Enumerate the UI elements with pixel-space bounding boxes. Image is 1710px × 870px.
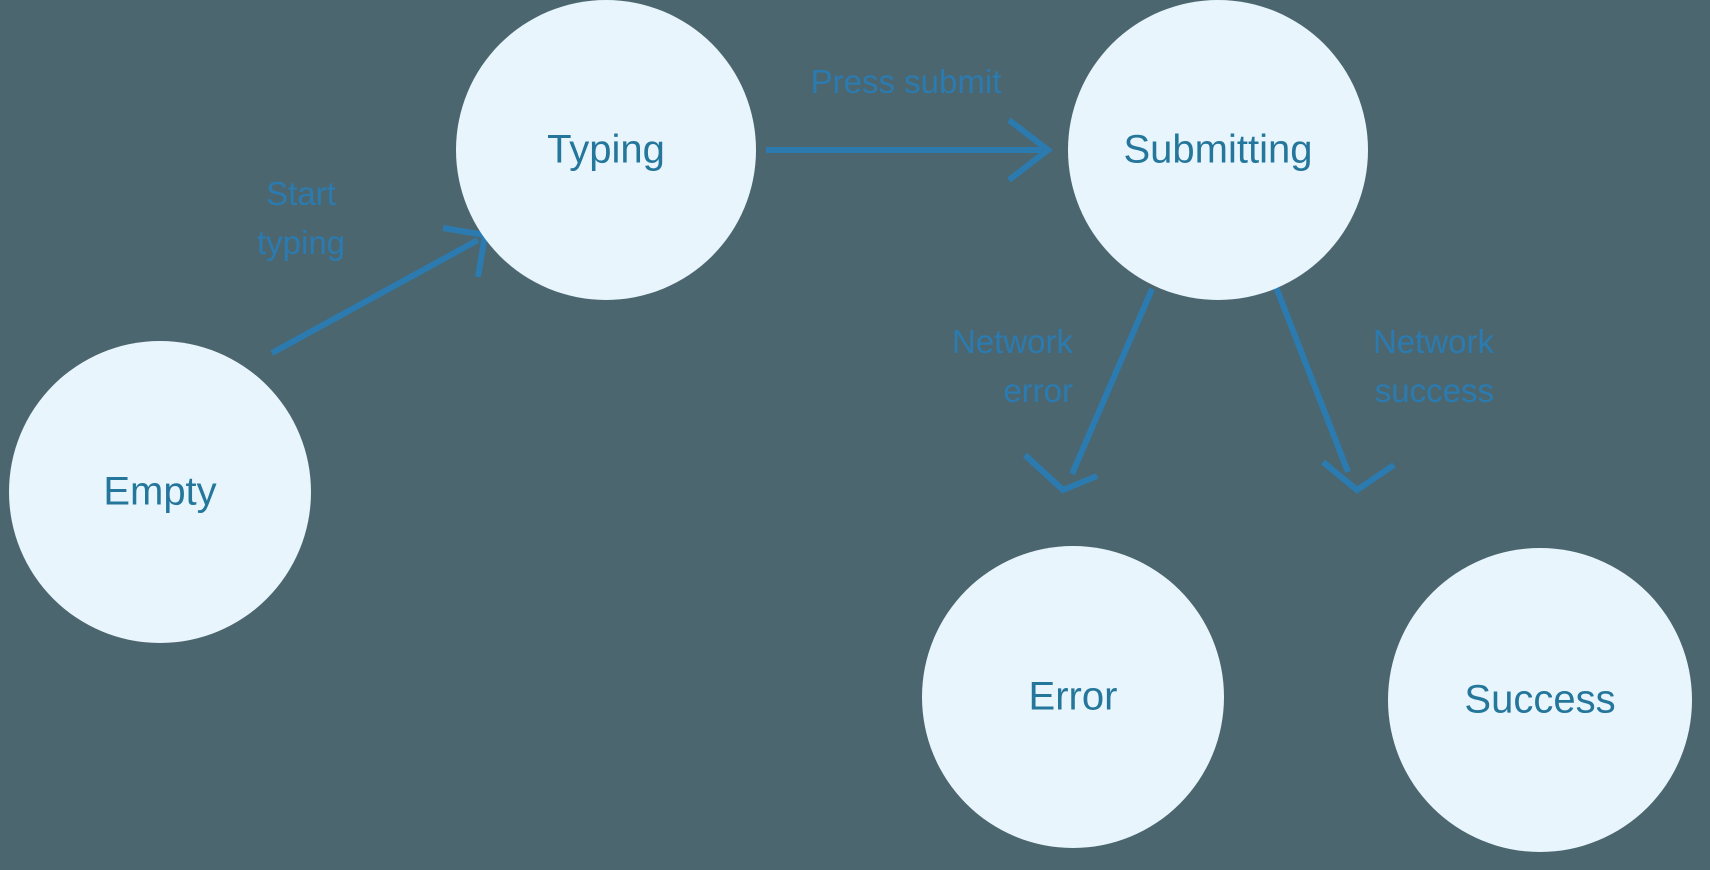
edge-network-success-label-line2: success bbox=[1375, 372, 1494, 409]
edge-press-submit: Press submit bbox=[766, 63, 1053, 183]
node-success[interactable]: Success bbox=[1388, 548, 1692, 852]
node-typing[interactable]: Typing bbox=[456, 0, 756, 300]
node-empty-label: Empty bbox=[103, 470, 216, 514]
node-submitting[interactable]: Submitting bbox=[1068, 0, 1368, 300]
node-typing-circle[interactable] bbox=[456, 0, 756, 300]
edge-network-error: Network error bbox=[952, 287, 1155, 494]
node-error[interactable]: Error bbox=[922, 546, 1224, 848]
edge-network-error-line bbox=[1069, 287, 1155, 476]
edge-start-typing-line bbox=[270, 237, 480, 356]
edge-network-error-label-line2: error bbox=[1003, 372, 1073, 409]
node-error-label: Error bbox=[1029, 675, 1118, 719]
node-submitting-label: Submitting bbox=[1124, 128, 1313, 172]
edge-network-success-label-line1: Network bbox=[1373, 323, 1495, 360]
edge-network-success: Network success bbox=[1273, 285, 1495, 494]
edge-start-typing-label-line2: typing bbox=[257, 224, 345, 261]
node-empty[interactable]: Empty bbox=[9, 341, 311, 643]
edge-press-submit-arrowhead bbox=[1007, 117, 1053, 183]
edge-network-error-label-line1: Network bbox=[952, 323, 1074, 360]
node-success-label: Success bbox=[1464, 678, 1615, 722]
node-empty-circle[interactable] bbox=[9, 341, 311, 643]
node-typing-label: Typing bbox=[547, 128, 665, 172]
node-error-circle[interactable] bbox=[922, 546, 1224, 848]
edge-network-error-arrowhead bbox=[1022, 452, 1099, 494]
edge-press-submit-label: Press submit bbox=[811, 63, 1002, 100]
edge-start-typing: Start typing bbox=[257, 175, 489, 356]
edge-start-typing-label-line1: Start bbox=[266, 175, 336, 212]
node-submitting-circle[interactable] bbox=[1068, 0, 1368, 300]
edge-network-success-line bbox=[1273, 285, 1351, 474]
node-success-circle[interactable] bbox=[1388, 548, 1692, 852]
edge-network-success-arrowhead bbox=[1321, 459, 1396, 494]
